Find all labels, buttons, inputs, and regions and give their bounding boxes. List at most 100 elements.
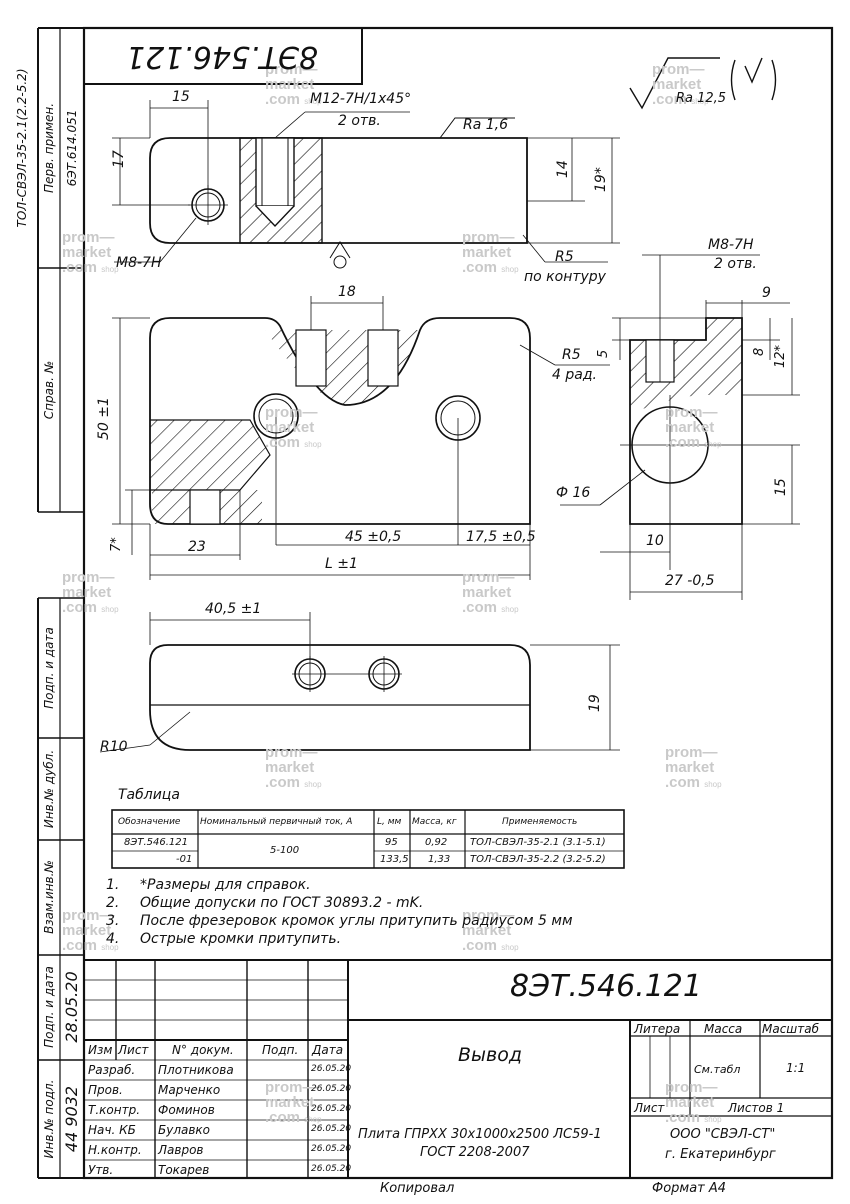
dim-m8-right: М8-7Н xyxy=(708,237,754,253)
side-podp-data2-label: Подп. и дата xyxy=(42,966,56,1048)
watermark: prom—market.com shop xyxy=(62,907,119,954)
table-caption: Таблица xyxy=(118,787,180,803)
table-header-length: L, мм xyxy=(377,817,402,827)
tb-massa-label: Масса xyxy=(704,1022,743,1036)
side-perv-primen-label: Перв. примен. xyxy=(42,102,56,194)
note-text: Общие допуски по ГОСТ 30893.2 - mK. xyxy=(140,895,424,911)
side-inv-dubl-label: Инв.№ дубл. xyxy=(42,749,56,829)
watermark: prom—market.com shop xyxy=(462,907,519,954)
tb-name: Лавров xyxy=(158,1143,204,1157)
table-header-usage: Применяемость xyxy=(502,817,578,827)
table-cell-usage: ТОЛ-СВЭЛ-35-2.1 (3.1-5.1) xyxy=(470,837,606,848)
tb-date: 26.05.20 xyxy=(311,1064,352,1074)
table-grid xyxy=(111,809,625,869)
dim-15-right: 15 xyxy=(773,478,789,496)
table-cell-usage: ТОЛ-СВЭЛ-35-2.2 (3.2-5.2) xyxy=(470,854,606,865)
dim-27: 27 -0,5 xyxy=(665,573,715,589)
watermark: prom—market.com shop xyxy=(665,404,722,451)
title-material-line2: ГОСТ 2208-2007 xyxy=(420,1145,530,1160)
side-inv-podl-value: 44 9032 xyxy=(62,1085,81,1153)
note-number: 3. xyxy=(106,913,120,929)
watermark: prom—market.com shop xyxy=(462,229,519,276)
watermark: prom—market.com shop xyxy=(462,569,519,616)
tb-date: 26.05.20 xyxy=(311,1144,352,1154)
dim-40-5: 40,5 ±1 xyxy=(205,601,262,617)
tb-date: 26.05.20 xyxy=(311,1124,352,1134)
tb-role: Пров. xyxy=(88,1083,123,1097)
table-header-mass: Масса, кг xyxy=(412,817,457,827)
watermark: prom—market.com shop xyxy=(265,744,322,791)
mirrored-designation-box xyxy=(83,27,363,85)
tb-col-podp: Подп. xyxy=(262,1043,299,1057)
sheet-frame xyxy=(82,26,834,1180)
dim-19: 19 xyxy=(587,694,603,712)
dim-12-ref: 12* xyxy=(773,344,788,368)
side-podp-data-label: Подп. и дата xyxy=(42,627,56,709)
watermark: prom—market.com shop xyxy=(265,404,322,451)
tb-litera-label: Литера xyxy=(634,1022,681,1036)
side-perv-primen-value: 6ЭТ.614.051 xyxy=(65,109,79,187)
dim-r10: R10 xyxy=(100,739,128,755)
dim-r5-contour: R5 xyxy=(555,249,574,265)
roughness-symbol-general xyxy=(629,57,777,110)
title-material-line1: Плита ГПРХХ 30х1000х2500 ЛС59-1 xyxy=(358,1127,602,1142)
tb-name: Токарев xyxy=(158,1163,210,1177)
note-text: После фрезеровок кромок углы притупить р… xyxy=(140,913,573,929)
dim-50: 50 ±1 xyxy=(96,397,112,440)
title-city: г. Екатеринбург xyxy=(665,1147,776,1162)
dim-phi16: Ф 16 xyxy=(556,485,591,501)
note-text: *Размеры для справок. xyxy=(140,877,311,893)
tb-name: Марченко xyxy=(158,1083,221,1097)
tb-name: Булавко xyxy=(158,1123,211,1137)
dim-23: 23 xyxy=(188,539,206,555)
table-cell-mass: 1,33 xyxy=(428,854,451,865)
tb-massa-value: См.табл xyxy=(694,1063,741,1076)
tb-role: Разраб. xyxy=(88,1063,136,1077)
dim-45: 45 ±0,5 xyxy=(345,529,402,545)
table-cell-current: 5-100 xyxy=(270,845,300,856)
view-top xyxy=(112,100,620,269)
watermark: prom—market.com shop xyxy=(665,1079,722,1126)
tb-role: Утв. xyxy=(88,1163,114,1177)
watermark: prom—market.com shop xyxy=(62,569,119,616)
table-cell-length: 95 xyxy=(385,837,398,848)
note-number: 1. xyxy=(106,877,120,893)
dim-9: 9 xyxy=(762,285,771,301)
side-date-handwritten: 28.05.20 xyxy=(62,971,81,1043)
dim-15: 15 xyxy=(172,89,190,105)
dim-17: 17 xyxy=(111,150,127,168)
watermark: prom—market.com shop xyxy=(265,61,322,108)
table-cell-designation: -01 xyxy=(176,854,193,865)
tb-col-izm: Изм xyxy=(88,1043,113,1057)
view-front xyxy=(112,296,610,580)
view-side xyxy=(560,254,800,600)
tb-name: Плотникова xyxy=(158,1063,234,1077)
format-label: Формат А4 xyxy=(652,1181,727,1196)
tb-date: 26.05.20 xyxy=(311,1164,352,1174)
dim-m8-left: М8-7Н xyxy=(116,255,162,271)
dim-r5-4: R5 xyxy=(562,347,581,363)
dim-r5-contour-note: по контуру xyxy=(524,269,606,285)
tb-date: 26.05.20 xyxy=(311,1084,352,1094)
dim-7-ref: 7* xyxy=(109,537,124,552)
dim-L: L ±1 xyxy=(325,556,358,572)
tb-listov-label: Листов 1 xyxy=(728,1101,785,1115)
title-part-name: Вывод xyxy=(458,1044,522,1066)
note-number: 4. xyxy=(106,931,120,947)
dim-17-5: 17,5 ±0,5 xyxy=(466,529,536,545)
tb-col-ndok: N° докум. xyxy=(172,1043,234,1057)
note-text: Острые кромки притупить. xyxy=(140,931,342,947)
tb-name: Фоминов xyxy=(158,1103,215,1117)
dim-m8-right-count: 2 отв. xyxy=(714,256,757,272)
side-sprav-label: Справ. № xyxy=(42,360,56,420)
tb-role: Н.контр. xyxy=(88,1143,142,1157)
roughness-general-label: Ra 12,5 xyxy=(676,91,727,106)
dim-10: 10 xyxy=(646,533,664,549)
title-company: ООО "СВЭЛ-СТ" xyxy=(670,1127,776,1142)
dim-19-ref: 19* xyxy=(593,167,609,192)
dim-thread-top-count: 2 отв. xyxy=(338,113,381,129)
side-vzam-inv-label: Взам.инв.№ xyxy=(42,860,56,934)
watermark: prom—market.com shop xyxy=(265,1079,322,1126)
